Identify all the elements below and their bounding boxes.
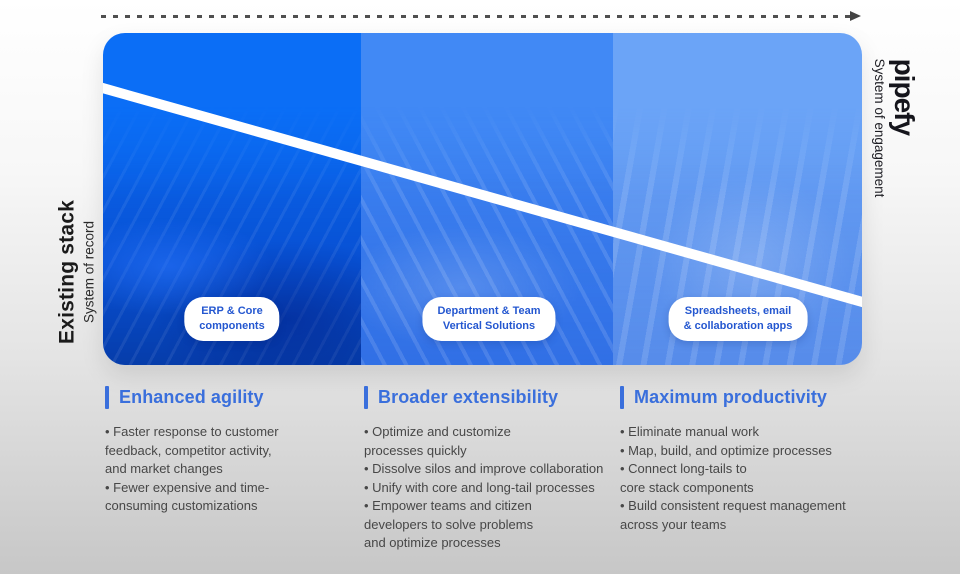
pill-label-line: components bbox=[199, 320, 265, 333]
pill-erp-core: ERP & Core components bbox=[184, 297, 280, 341]
bullet-line: and optimize processes bbox=[364, 535, 501, 550]
section-title: Maximum productivity bbox=[620, 386, 896, 409]
left-axis-label: Existing stack System of record bbox=[56, 200, 97, 344]
title-accent-bar bbox=[620, 386, 624, 409]
section-title-text: Enhanced agility bbox=[119, 387, 264, 407]
bullet-line: processes quickly bbox=[364, 442, 467, 458]
bullet-line: • Optimize and customize bbox=[364, 424, 511, 439]
existing-stack-title: Existing stack bbox=[55, 199, 79, 345]
bullet-line: and market changes bbox=[105, 461, 223, 476]
pill-spreadsheets: Spreadsheets, email & collaboration apps bbox=[668, 297, 808, 341]
pill-label-line: Department & Team bbox=[437, 305, 541, 318]
system-of-record-subtitle: System of record bbox=[81, 220, 97, 324]
bullet-line: across your teams bbox=[620, 516, 727, 532]
section-maximum-productivity: Maximum productivity • Eliminate manual … bbox=[620, 386, 896, 534]
pipefy-logo: pipefy bbox=[889, 58, 920, 136]
pill-label-line: Spreadsheets, email bbox=[684, 305, 792, 318]
bullet-line: core stack components bbox=[620, 479, 754, 495]
section-title: Broader extensibility bbox=[364, 386, 616, 409]
bullet-line: • Connect long-tails to bbox=[620, 461, 747, 476]
bullet-line: feedback, competitor activity, bbox=[105, 442, 272, 458]
bullet-line: • Unify with core and long-tail processe… bbox=[364, 479, 595, 495]
section-broader-extensibility: Broader extensibility • Optimize and cus… bbox=[364, 386, 616, 553]
bullet-line: • Build consistent request management bbox=[620, 498, 846, 513]
section-title-text: Maximum productivity bbox=[634, 387, 828, 407]
title-accent-bar bbox=[105, 386, 109, 409]
section-title: Enhanced agility bbox=[105, 386, 361, 409]
section-enhanced-agility: Enhanced agility • Faster response to cu… bbox=[105, 386, 361, 516]
bullet-line: consuming customizations bbox=[105, 498, 258, 513]
bullet-line: • Empower teams and citizen bbox=[364, 498, 532, 513]
bullet-line: • Faster response to customer bbox=[105, 424, 279, 439]
bullet-line: • Eliminate manual work bbox=[620, 424, 759, 439]
pill-label-line: ERP & Core bbox=[201, 305, 263, 318]
transition-dashed-arrow bbox=[101, 15, 853, 18]
pill-label-line: & collaboration apps bbox=[683, 320, 793, 333]
stack-panel: ERP & Core components Department & Team … bbox=[103, 33, 862, 365]
pill-label-line: Vertical Solutions bbox=[442, 320, 536, 333]
title-accent-bar bbox=[364, 386, 368, 409]
right-axis-label: pipefy System of engagement bbox=[872, 59, 920, 198]
pill-department-team: Department & Team Vertical Solutions bbox=[422, 297, 556, 341]
arrow-right-icon bbox=[850, 11, 861, 21]
bullet-line: • Fewer expensive and time- bbox=[105, 479, 270, 495]
bullet-line: developers to solve problems bbox=[364, 516, 534, 532]
section-title-text: Broader extensibility bbox=[378, 387, 559, 407]
bullet-line: • Dissolve silos and improve collaborati… bbox=[364, 461, 604, 476]
bullet-line: • Map, build, and optimize processes bbox=[620, 442, 832, 458]
system-of-engagement-subtitle: System of engagement bbox=[872, 58, 887, 198]
